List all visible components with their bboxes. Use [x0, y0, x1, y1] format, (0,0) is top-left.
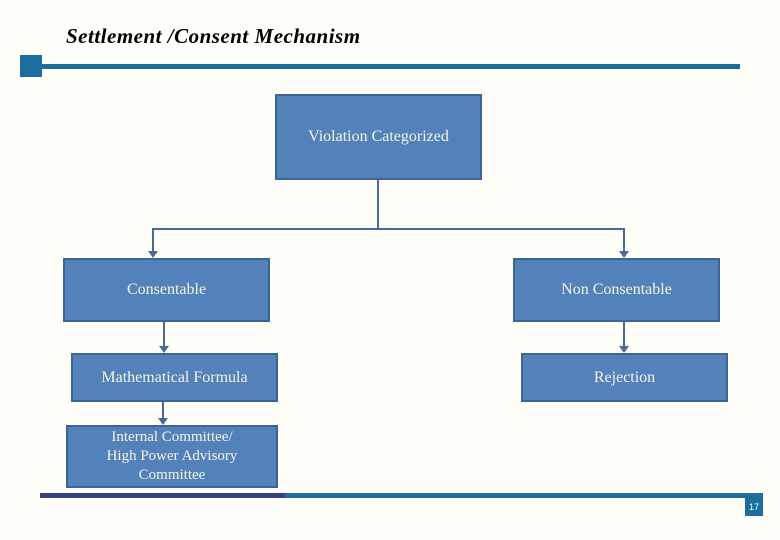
arrowhead-consentable-to-math-icon: [159, 346, 169, 353]
node-consentable-label: Consentable: [126, 281, 207, 298]
footer-line-dark-segment: [40, 493, 285, 498]
arrowhead-right-drop-icon: [619, 251, 629, 258]
connector-nonconsentable-to-rejection: [623, 322, 625, 346]
node-violation-categorized: Violation Categorized: [275, 94, 482, 180]
arrowhead-left-drop-icon: [148, 251, 158, 258]
arrowhead-nonconsentable-to-rejection-icon: [619, 346, 629, 353]
node-mathematical-formula-label: Mathematical Formula: [101, 368, 248, 386]
node-internal-committee-line-2: High Power Advisory: [106, 448, 238, 464]
node-internal-committee-line-3: Committee: [138, 467, 206, 483]
node-internal-committee: Internal Committee/ High Power Advisory …: [66, 425, 278, 488]
page-number: 17: [748, 501, 759, 512]
connector-consentable-to-math: [163, 322, 165, 346]
node-rejection-label: Rejection: [593, 368, 656, 386]
connector-math-to-committee: [162, 402, 164, 419]
title-underline: [38, 64, 740, 69]
connector-left-drop: [152, 228, 154, 252]
node-rejection: Rejection: [521, 353, 728, 402]
node-violation-categorized-label: Violation Categorized: [308, 128, 449, 145]
node-mathematical-formula: Mathematical Formula: [71, 353, 278, 402]
connector-right-drop: [623, 228, 625, 252]
arrowhead-math-to-committee-icon: [158, 418, 168, 425]
node-internal-committee-line-1: Internal Committee/: [111, 429, 233, 445]
node-consentable: Consentable: [63, 258, 270, 322]
node-non-consentable: Non Consentable: [513, 258, 720, 322]
page-number-badge: 17: [745, 497, 763, 516]
node-non-consentable-label: Non Consentable: [561, 281, 672, 298]
title-accent-square: [20, 55, 42, 77]
footer-line: [40, 493, 763, 498]
slide-title: Settlement /Consent Mechanism: [66, 24, 361, 48]
connector-horizontal-branch: [152, 228, 625, 230]
connector-root-stub: [377, 180, 379, 228]
